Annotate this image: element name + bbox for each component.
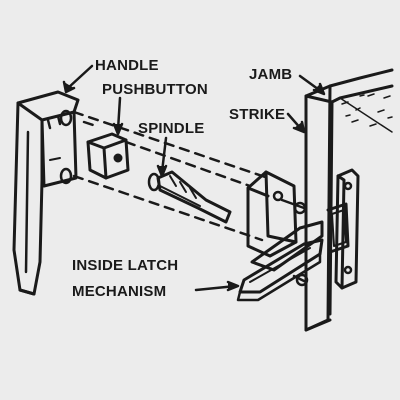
inside-latch-part: [236, 170, 324, 302]
wall-texture: [341, 93, 393, 127]
jamb-part: [304, 68, 394, 332]
strike-label: STRIKE: [229, 106, 286, 123]
inside-latch-label-line2: MECHANISM: [72, 283, 167, 300]
alignment-lines: [72, 110, 270, 242]
pushbutton-label: PUSHBUTTON: [102, 81, 208, 98]
spindle-label: SPINDLE: [138, 120, 205, 137]
spindle-part: [147, 170, 232, 224]
pushbutton-part: [86, 132, 130, 180]
leader-arrows: [62, 64, 326, 292]
inside-latch-label-line1: INSIDE LATCH: [72, 257, 179, 274]
handle-label: HANDLE: [95, 57, 159, 74]
strike-part: [326, 168, 360, 290]
jamb-label: JAMB: [249, 66, 293, 83]
handle-part: [12, 90, 80, 296]
